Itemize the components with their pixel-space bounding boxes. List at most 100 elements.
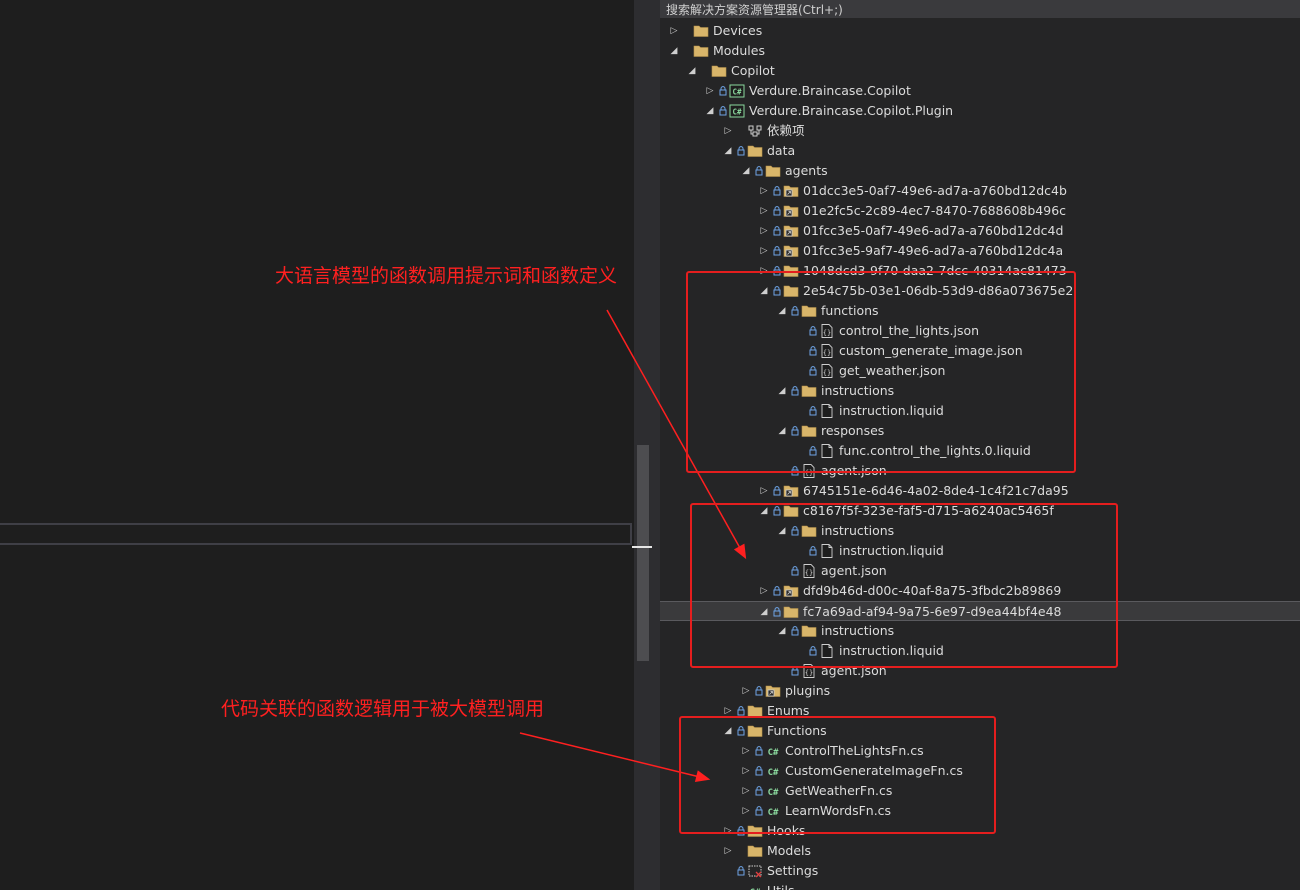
- svg-text:{}: {}: [823, 349, 831, 357]
- folder-ref-icon: [783, 201, 799, 221]
- json-icon: {}: [819, 341, 835, 361]
- lock-icon: [809, 401, 818, 421]
- collapsed-arrow-icon[interactable]: ▷: [670, 26, 678, 36]
- collapsed-arrow-icon[interactable]: ▷: [760, 206, 768, 216]
- lock-icon: [791, 381, 800, 401]
- collapsed-arrow-icon[interactable]: ▷: [760, 226, 768, 236]
- collapsed-arrow-icon[interactable]: ▷: [742, 766, 750, 776]
- expanded-arrow-icon[interactable]: ◢: [760, 607, 768, 617]
- tree-item-devices[interactable]: ▷ Devices: [660, 21, 1300, 41]
- tree-item-resp[interactable]: ◢responses: [660, 421, 1300, 441]
- folder-ref-icon: [783, 581, 799, 601]
- tree-item-f1[interactable]: {}control_the_lights.json: [660, 321, 1300, 341]
- collapsed-arrow-icon[interactable]: ▷: [742, 746, 750, 756]
- tree-item-label: plugins: [785, 683, 831, 698]
- solution-explorer-search[interactable]: 搜索解决方案资源管理器(Ctrl+;): [660, 0, 1300, 18]
- tree-item-functions[interactable]: ◢Functions: [660, 721, 1300, 741]
- tree-item-deps[interactable]: ▷依赖项: [660, 121, 1300, 141]
- collapsed-arrow-icon[interactable]: ▷: [760, 186, 768, 196]
- collapsed-arrow-icon[interactable]: ▷: [724, 706, 732, 716]
- tree-item-a1[interactable]: ▷01dcc3e5-0af7-49e6-ad7a-a760bd12dc4b: [660, 181, 1300, 201]
- tree-item-resp-file[interactable]: func.control_the_lights.0.liquid: [660, 441, 1300, 461]
- tree-item-a8[interactable]: ◢c8167f5f-323e-faf5-d715-a6240ac5465f: [660, 501, 1300, 521]
- tree-item-instr3-file[interactable]: instruction.liquid: [660, 641, 1300, 661]
- file-icon: [819, 441, 835, 461]
- tree-item-a6[interactable]: ◢2e54c75b-03e1-06db-53d9-d86a073675e2: [660, 281, 1300, 301]
- tree-item-f2[interactable]: {}custom_generate_image.json: [660, 341, 1300, 361]
- expanded-arrow-icon[interactable]: ◢: [778, 526, 786, 536]
- tree-item-agents[interactable]: ◢agents: [660, 161, 1300, 181]
- cs-icon: C#: [765, 761, 781, 781]
- tree-item-a10[interactable]: ◢fc7a69ad-af94-9a75-6e97-d9ea44bf4e48: [660, 601, 1300, 621]
- tree-item-label: instruction.liquid: [839, 543, 944, 558]
- tree-item-data[interactable]: ◢data: [660, 141, 1300, 161]
- tree-item-instr1[interactable]: ◢instructions: [660, 381, 1300, 401]
- expanded-arrow-icon[interactable]: ◢: [724, 146, 732, 156]
- svg-text:C#: C#: [768, 748, 779, 758]
- tree-item-proj-copilot[interactable]: ▷C#Verdure.Braincase.Copilot: [660, 81, 1300, 101]
- collapsed-arrow-icon[interactable]: ▷: [760, 486, 768, 496]
- collapsed-arrow-icon[interactable]: ▷: [724, 846, 732, 856]
- tree-item-instr3[interactable]: ◢instructions: [660, 621, 1300, 641]
- editor-splitter-bar[interactable]: [0, 523, 632, 545]
- tree-item-a2[interactable]: ▷01e2fc5c-2c89-4ec7-8470-7688608b496c: [660, 201, 1300, 221]
- tree-item-label: Verdure.Braincase.Copilot.Plugin: [749, 103, 954, 118]
- collapsed-arrow-icon[interactable]: ▷: [742, 786, 750, 796]
- collapsed-arrow-icon[interactable]: ▷: [724, 826, 732, 836]
- tree-item-a7[interactable]: ▷6745151e-6d46-4a02-8de4-1c4f21c7da95: [660, 481, 1300, 501]
- lock-icon: [737, 701, 746, 721]
- tree-item-label: instructions: [821, 523, 895, 538]
- collapsed-arrow-icon[interactable]: ▷: [742, 806, 750, 816]
- tree-item-proj-plugin[interactable]: ◢C#Verdure.Braincase.Copilot.Plugin: [660, 101, 1300, 121]
- lock-icon: [791, 621, 800, 641]
- tree-item-instr1-file[interactable]: instruction.liquid: [660, 401, 1300, 421]
- tree-item-label: Devices: [713, 23, 763, 38]
- tree-item-copilot[interactable]: ◢Copilot: [660, 61, 1300, 81]
- pane-splitter[interactable]: [652, 0, 660, 890]
- tree-item-instr2-file[interactable]: instruction.liquid: [660, 541, 1300, 561]
- collapsed-arrow-icon[interactable]: ▷: [724, 126, 732, 136]
- tree-item-label: functions: [821, 303, 879, 318]
- tree-item-utils[interactable]: C#Utils: [660, 881, 1300, 890]
- collapsed-arrow-icon[interactable]: ▷: [706, 86, 714, 96]
- tree-item-fn-folder[interactable]: ◢ functions: [660, 301, 1300, 321]
- tree-item-cs2[interactable]: ▷C#CustomGenerateImageFn.cs: [660, 761, 1300, 781]
- folder-icon: [801, 421, 817, 441]
- expanded-arrow-icon[interactable]: ◢: [778, 426, 786, 436]
- scrollbar-thumb[interactable]: [637, 445, 649, 661]
- tree-item-agent2[interactable]: {}agent.json: [660, 561, 1300, 581]
- expanded-arrow-icon[interactable]: ◢: [742, 166, 750, 176]
- tree-item-enums[interactable]: ▷Enums: [660, 701, 1300, 721]
- annotation-top: 大语言模型的函数调用提示词和函数定义: [275, 265, 618, 287]
- highlight-box-functions-code: [679, 716, 996, 834]
- collapsed-arrow-icon[interactable]: ▷: [742, 686, 750, 696]
- collapsed-arrow-icon[interactable]: ▷: [760, 246, 768, 256]
- lock-icon: [737, 861, 746, 881]
- tree-item-hooks[interactable]: ▷Hooks: [660, 821, 1300, 841]
- expanded-arrow-icon[interactable]: ◢: [778, 306, 786, 316]
- expanded-arrow-icon[interactable]: ◢: [724, 726, 732, 736]
- collapsed-arrow-icon[interactable]: ▷: [760, 586, 768, 596]
- expanded-arrow-icon[interactable]: ◢: [688, 66, 696, 76]
- tree-item-a3[interactable]: ▷01fcc3e5-0af7-49e6-ad7a-a760bd12dc4d: [660, 221, 1300, 241]
- tree-item-cs1[interactable]: ▷C#ControlTheLightsFn.cs: [660, 741, 1300, 761]
- lock-icon: [755, 161, 764, 181]
- tree-item-models[interactable]: ▷Models: [660, 841, 1300, 861]
- tree-item-plugins[interactable]: ▷ plugins: [660, 681, 1300, 701]
- folder-ref-icon: [783, 481, 799, 501]
- tree-item-cs3[interactable]: ▷C#GetWeatherFn.cs: [660, 781, 1300, 801]
- tree-item-f3[interactable]: {}get_weather.json: [660, 361, 1300, 381]
- tree-item-settings[interactable]: Settings: [660, 861, 1300, 881]
- expanded-arrow-icon[interactable]: ◢: [778, 626, 786, 636]
- tree-item-a4[interactable]: ▷01fcc3e5-9af7-49e6-ad7a-a760bd12dc4a: [660, 241, 1300, 261]
- expanded-arrow-icon[interactable]: ◢: [760, 286, 768, 296]
- expanded-arrow-icon[interactable]: ◢: [778, 386, 786, 396]
- tree-item-cs4[interactable]: ▷C#LearnWordsFn.cs: [660, 801, 1300, 821]
- expanded-arrow-icon[interactable]: ◢: [670, 46, 678, 56]
- expanded-arrow-icon[interactable]: ◢: [706, 106, 714, 116]
- expanded-arrow-icon[interactable]: ◢: [760, 506, 768, 516]
- tree-item-modules[interactable]: ◢Modules: [660, 41, 1300, 61]
- tree-item-instr2[interactable]: ◢ instructions: [660, 521, 1300, 541]
- tree-item-a9[interactable]: ▷dfd9b46d-d00c-40af-8a75-3fbdc2b89869: [660, 581, 1300, 601]
- folder-icon: [693, 41, 709, 61]
